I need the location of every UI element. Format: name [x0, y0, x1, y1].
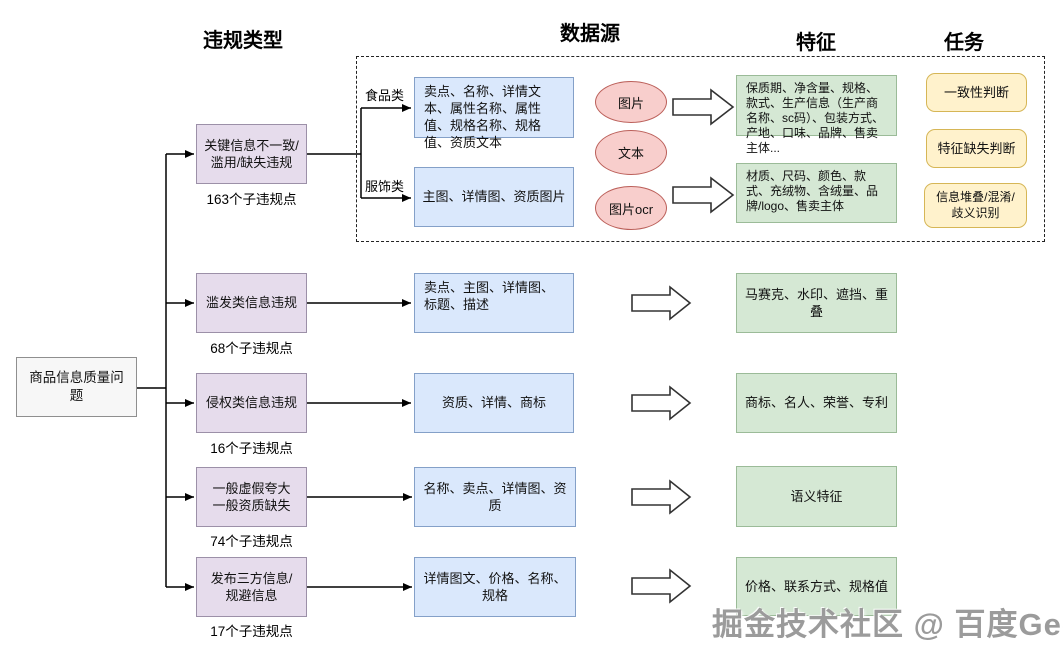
task-node-stacking-confusion: 信息堆叠/混淆/歧义识别 — [924, 183, 1027, 228]
violation-count-5: 17个子违规点 — [210, 624, 293, 639]
modality-node-text: 文本 — [595, 130, 667, 175]
header-violation-type: 违规类型 — [203, 30, 283, 52]
source-node-5: 详情图文、价格、名称、规格 — [414, 557, 576, 617]
violation-count-3: 16个子违规点 — [210, 441, 293, 456]
source-node-3: 资质、详情、商标 — [414, 373, 574, 433]
header-task: 任务 — [944, 32, 984, 54]
flow-arrow-icon — [631, 285, 692, 321]
source-node-4: 名称、卖点、详情图、资质 — [414, 467, 576, 527]
root-node: 商品信息质量问题 — [16, 357, 137, 417]
feature-node-5: 价格、联系方式、规格值 — [736, 557, 897, 616]
task-node-missing-feature: 特征缺失判断 — [926, 129, 1027, 168]
violation-node-2: 滥发类信息违规 — [196, 273, 307, 333]
source-node-food: 卖点、名称、详情文本、属性名称、属性值、规格名称、规格值、资质文本 — [414, 77, 574, 150]
modality-node-image: 图片 — [595, 81, 667, 123]
violation-count-2: 68个子违规点 — [210, 341, 293, 356]
source-node-apparel: 主图、详情图、资质图片 — [414, 167, 574, 227]
header-data-source: 数据源 — [560, 23, 620, 45]
violation-node-3: 侵权类信息违规 — [196, 373, 307, 433]
violation-count-1: 163个子违规点 — [206, 192, 297, 207]
feature-node-4: 语义特征 — [736, 466, 897, 527]
task-node-consistency: 一致性判断 — [926, 73, 1027, 112]
feature-node-apparel: 材质、尺码、颜色、款式、充绒物、含绒量、品牌/logo、售卖主体 — [736, 163, 897, 223]
flow-arrow-icon — [631, 385, 692, 421]
row1-detail-group-frame — [356, 56, 1045, 242]
modality-node-image-ocr: 图片ocr — [595, 186, 667, 230]
violation-node-1: 关键信息不一致/滥用/缺失违规 — [196, 124, 307, 184]
flow-arrow-icon — [631, 479, 692, 515]
source-node-2: 卖点、主图、详情图、标题、描述 — [414, 273, 574, 333]
feature-node-food: 保质期、净含量、规格、款式、生产信息（生产商名称、sc码）、包装方式、产地、口味… — [736, 75, 897, 155]
violation-count-4: 74个子违规点 — [210, 534, 293, 549]
feature-node-2: 马赛克、水印、遮挡、重叠 — [736, 273, 897, 333]
flow-arrow-icon — [631, 568, 692, 604]
header-feature: 特征 — [796, 32, 836, 54]
feature-node-3: 商标、名人、荣誉、专利 — [736, 373, 897, 433]
branch-label-food: 食品类 — [365, 88, 405, 103]
watermark: 掘金技术社区 @ 百度Geek说 — [712, 607, 1063, 642]
violation-node-5: 发布三方信息/ 规避信息 — [196, 557, 307, 617]
branch-label-apparel: 服饰类 — [365, 179, 405, 194]
violation-node-4: 一般虚假夸大 一般资质缺失 — [196, 467, 307, 527]
